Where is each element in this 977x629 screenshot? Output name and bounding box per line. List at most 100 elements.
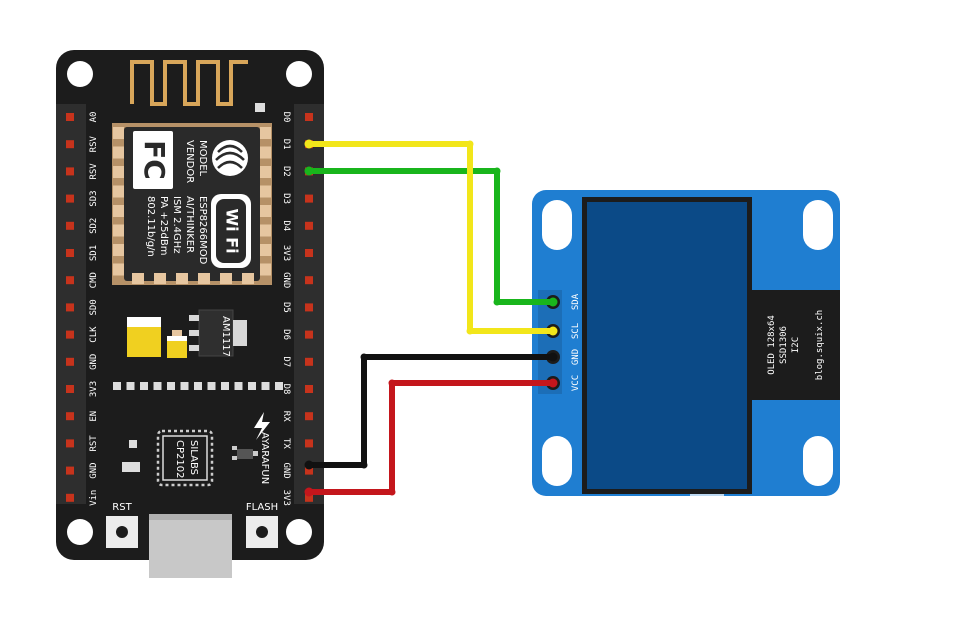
module-pad <box>260 224 271 237</box>
right-pin-3v3[interactable]: 3V3 <box>281 245 313 261</box>
brand-label: AYARAFUN <box>259 432 270 484</box>
right-pin-d3[interactable]: D3 <box>281 193 313 204</box>
left-pin-label: SD2 <box>89 218 99 234</box>
usb-connector <box>149 514 232 578</box>
wire-joint <box>548 378 558 388</box>
left-pin-gnd[interactable]: GND <box>66 462 99 479</box>
right-pin-gnd[interactable]: GND <box>281 272 313 288</box>
module-pad <box>154 273 166 284</box>
right-pin-d6[interactable]: D6 <box>281 329 313 340</box>
right-pin-d0[interactable]: D0 <box>281 112 313 123</box>
module-pad <box>260 244 271 256</box>
smd-resistor <box>194 382 202 390</box>
right-pin-d8[interactable]: D8 <box>281 384 313 395</box>
flash-button[interactable] <box>246 516 278 548</box>
usb-uart-chip: SILABS CP2102 <box>156 429 214 487</box>
smd-resistor <box>248 382 256 390</box>
right-pin-rx[interactable]: RX <box>281 411 313 422</box>
left-pin-sd3[interactable]: SD3 <box>66 190 99 207</box>
mounting-slot <box>803 200 833 250</box>
oled-label-panel <box>752 290 840 400</box>
left-pin-label: 3V3 <box>89 381 99 397</box>
wire-joint <box>466 327 474 335</box>
wire-end-points <box>304 139 558 497</box>
left-pin-sd1[interactable]: SD1 <box>66 245 99 261</box>
right-pin-label: TX <box>281 438 291 449</box>
right-pin-d7[interactable]: D7 <box>281 356 313 367</box>
module-text-ism: ISM 2.4GHz <box>171 196 182 254</box>
wire-d1-scl <box>309 141 553 334</box>
left-pin-sd0[interactable]: SD0 <box>66 299 99 316</box>
module-text-model: MODEL <box>197 140 208 177</box>
right-pin-d5[interactable]: D5 <box>281 302 313 313</box>
right-pin-label: 3V3 <box>281 490 291 506</box>
left-pin-label: EN <box>89 411 99 422</box>
small-capacitor <box>167 330 187 358</box>
lightning-logo-icon <box>254 412 270 440</box>
left-pin-vin[interactable]: Vin <box>66 490 99 506</box>
regulator-label: AM1117 <box>220 316 231 357</box>
left-pin-gnd[interactable]: GND <box>66 354 99 370</box>
oled-pin-label: SCL <box>571 323 581 339</box>
right-pin-label: D2 <box>281 166 291 177</box>
wire-joint <box>548 326 558 336</box>
right-pin-label: D5 <box>281 302 291 313</box>
wire-joint <box>493 298 501 306</box>
left-pin-a0[interactable]: A0 <box>66 112 99 123</box>
smd-component-row <box>113 382 283 390</box>
wire-joint <box>388 488 396 496</box>
wire-joint <box>388 379 396 387</box>
module-pad <box>260 205 271 217</box>
wire-joint <box>548 297 558 307</box>
wifi-logo: Wi Fi <box>211 194 251 268</box>
wire-joint <box>360 461 368 469</box>
right-pin-label: D4 <box>281 220 291 231</box>
left-pin-rsv[interactable]: RSV <box>66 163 99 180</box>
wire-joint <box>548 352 558 362</box>
flash-button-label: FLASH <box>246 502 278 513</box>
module-text-80211: 802.11b/g/n <box>145 196 156 257</box>
module-pad <box>113 166 124 178</box>
right-pin-gnd[interactable]: GND <box>281 462 313 479</box>
module-pad <box>113 127 124 139</box>
mounting-slot <box>542 200 572 250</box>
module-pad <box>113 205 124 217</box>
left-pin-sd2[interactable]: SD2 <box>66 218 99 234</box>
usb-chip-line2: CP2102 <box>174 440 185 478</box>
tantalum-capacitor <box>127 317 161 357</box>
module-pad <box>132 273 144 284</box>
module-pad <box>113 244 124 256</box>
oled-label-line3: I2C <box>791 337 801 353</box>
left-pin-3v3[interactable]: 3V3 <box>66 381 99 397</box>
module-text-aithinker: AI/THINKER <box>184 196 195 253</box>
module-pad <box>220 273 232 284</box>
left-pin-label: CLK <box>89 326 99 343</box>
wire-joint <box>304 460 314 470</box>
left-pin-label: RSV <box>89 135 99 152</box>
right-pin-d4[interactable]: D4 <box>281 220 313 231</box>
right-pin-3v3[interactable]: 3V3 <box>281 490 313 506</box>
smd-resistor <box>221 382 229 390</box>
right-pin-label: D7 <box>281 356 291 367</box>
nodemcu-board: FC MODEL VENDOR ESP8266MOD AI/THINKER IS… <box>56 50 324 578</box>
rst-button-label: RST <box>112 502 132 513</box>
left-pin-clk[interactable]: CLK <box>66 326 99 343</box>
left-pin-rsv[interactable]: RSV <box>66 135 99 152</box>
module-text-esp8266mod: ESP8266MOD <box>197 196 208 265</box>
antenna-trace <box>124 53 270 123</box>
fc-label: FC <box>138 140 171 180</box>
left-pin-en[interactable]: EN <box>66 411 99 422</box>
module-pad <box>260 185 271 198</box>
module-text-block: MODEL VENDOR ESP8266MOD AI/THINKER ISM 2… <box>145 140 208 265</box>
transistor <box>232 446 258 460</box>
right-pin-label: D8 <box>281 384 291 395</box>
left-pin-label: SD3 <box>89 190 99 206</box>
left-pin-rst[interactable]: RST <box>66 435 99 452</box>
rst-button[interactable] <box>106 516 138 548</box>
right-pin-tx[interactable]: TX <box>281 438 313 449</box>
oled-module: OLED 128x64 SSD1306 I2C blog.squix.ch SD… <box>532 190 840 498</box>
left-pin-cmd[interactable]: CMD <box>66 272 99 288</box>
wire-joint <box>304 487 314 497</box>
